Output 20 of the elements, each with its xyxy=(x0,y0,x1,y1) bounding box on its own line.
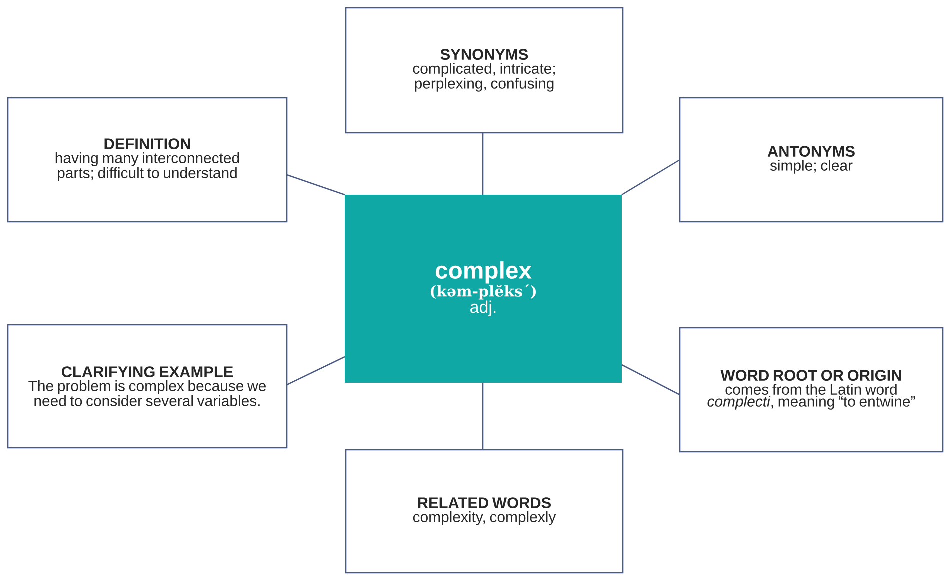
info-box xyxy=(679,327,944,453)
box-text: SYNONYMS complicated, intricate; perplexing, confusing xyxy=(413,49,555,92)
info-box xyxy=(345,7,624,134)
box-text: WORD ROOT OR ORIGIN comes from the Latin word complecti, meaning “to entwine” xyxy=(708,370,916,410)
info-box xyxy=(679,97,944,223)
info-box xyxy=(7,324,288,449)
connector-line xyxy=(482,133,484,195)
info-box xyxy=(7,97,288,223)
box-text: ANTONYMS simple; clear xyxy=(768,146,855,174)
box-text: DEFINITION having many interconnected parts; difficult to understand xyxy=(56,138,240,182)
connector-line xyxy=(622,364,680,396)
connector-line xyxy=(286,174,346,196)
word-box xyxy=(345,195,622,383)
box-text: RELATED WORDS complexity, complexly xyxy=(413,498,556,526)
info-box xyxy=(345,449,624,574)
connector-line xyxy=(622,159,680,196)
box-text: CLARIFYING EXAMPLE The problem is complex because we need to consider several variables. xyxy=(28,366,266,406)
word-label: complex (kəm-plĕks´) adj. xyxy=(430,261,536,317)
connector-line xyxy=(286,356,346,386)
connector-line xyxy=(482,383,484,450)
